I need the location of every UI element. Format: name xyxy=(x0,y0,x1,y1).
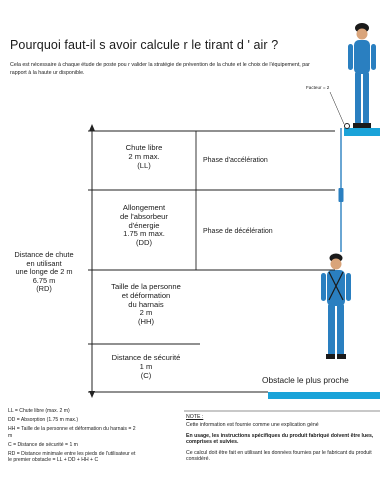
anchor-point xyxy=(344,123,350,129)
standing-worker xyxy=(348,23,376,128)
segment-dd-line3: d'énergie xyxy=(128,220,160,230)
facteur-pointer xyxy=(329,91,345,125)
obstacle-platform xyxy=(268,392,380,399)
fall-distance-line1: Distance de chute xyxy=(14,250,74,259)
segment-c-value: 1 m xyxy=(139,361,153,371)
segment-dd-line2: de l'absorbeur xyxy=(120,211,168,221)
phase-deceleration: Phase de décélération xyxy=(203,228,273,235)
legend-rd: RD = Distance minimale entre les pieds d… xyxy=(8,451,136,464)
segment-hh: Taille de la personne et déformation du … xyxy=(96,282,196,327)
segment-ll: Chute libre 2 m max. (LL) xyxy=(96,143,192,170)
fall-distance-line3: une longe de 2 m xyxy=(15,267,73,277)
fall-distance-line2: en utilisant xyxy=(26,258,62,268)
segment-dd: Allongement de l'absorbeur d'énergie 1.7… xyxy=(96,203,192,248)
segment-ll-code: (LL) xyxy=(137,160,151,170)
legend-hh: HH = Taille de la personne et déformatio… xyxy=(8,426,136,439)
segment-c: Distance de sécurité 1 m (C) xyxy=(96,353,196,380)
segment-ll-value: 2 m max. xyxy=(128,151,160,161)
note-box: NOTE : Cette information est fournie com… xyxy=(186,414,376,466)
segment-hh-line2: et déformation xyxy=(121,290,171,300)
page-title: Pourquoi faut-il s avoir calcule r le ti… xyxy=(10,38,279,52)
legend-c: C = Distance de sécurité = 1 m xyxy=(8,441,78,448)
segment-c-code: (C) xyxy=(140,370,152,380)
energy-absorber xyxy=(338,188,344,202)
arrow-top xyxy=(89,124,95,131)
segment-dd-line1: Allongement xyxy=(122,203,166,212)
segment-hh-value: 2 m xyxy=(139,308,153,318)
fall-distance-value: 6.75 m xyxy=(32,275,56,285)
legend: LL = Chute libre (max. 2 m) DD = Absorpt… xyxy=(8,408,138,466)
segment-hh-line3: du harnais xyxy=(128,299,164,309)
legend-dd: DD = Absorption (1.75 m max.) xyxy=(8,417,79,424)
note-paragraph-1: Cette information est fournie comme une … xyxy=(186,422,319,429)
obstacle-label: Obstacle le plus proche xyxy=(262,375,349,385)
phase-acceleration: Phase d'accélération xyxy=(203,157,268,164)
segment-hh-line1: Taille de la personne xyxy=(111,282,181,291)
segment-ll-name: Chute libre xyxy=(125,143,163,152)
segment-c-name: Distance de sécurité xyxy=(111,353,181,362)
segment-dd-value: 1.75 m max. xyxy=(123,229,165,239)
fall-distance-label: Distance de chute en utilisant une longe… xyxy=(4,250,84,294)
arrow-bottom xyxy=(89,391,95,398)
note-paragraph-bold: En usage, les instructions spécifiques d… xyxy=(186,432,374,446)
hanging-worker xyxy=(321,253,351,359)
intro-text: Cela est nécessaire à chaque étude de po… xyxy=(10,62,310,76)
facteur-label: Facteur = 2 xyxy=(306,85,330,90)
segment-dd-code: (DD) xyxy=(135,238,153,248)
fall-distance-code: (RD) xyxy=(36,284,52,294)
note-paragraph-2: Ce calcul doit être fait en utilisant le… xyxy=(186,449,372,463)
top-platform xyxy=(344,128,380,136)
legend-ll: LL = Chute libre (max. 2 m) xyxy=(8,408,70,414)
segment-hh-code: (HH) xyxy=(137,317,155,327)
note-title: NOTE : xyxy=(186,414,204,420)
